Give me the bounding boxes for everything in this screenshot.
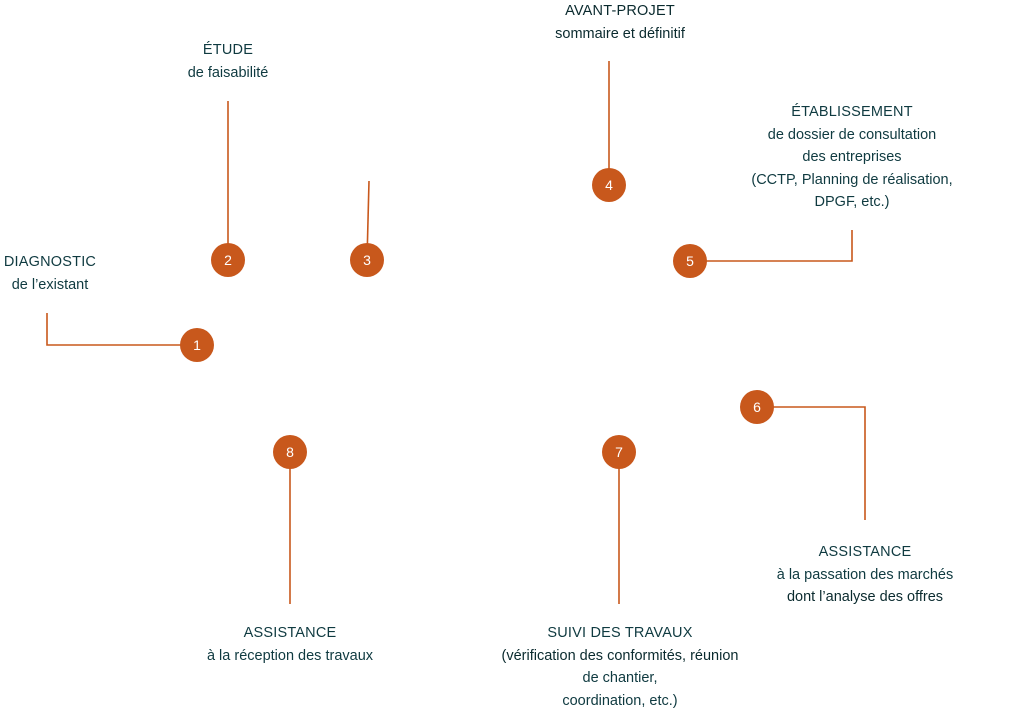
step-label-8: ASSISTANCE à la réception des travaux bbox=[180, 622, 400, 667]
step-marker-6: 6 bbox=[740, 390, 774, 424]
step-line-5-4: DPGF, etc.) bbox=[732, 191, 972, 214]
step-label-5: ÉTABLISSEMENT de dossier de consultation… bbox=[732, 101, 972, 214]
step-title-7: SUIVI DES TRAVAUX bbox=[470, 622, 770, 645]
step-title-5: ÉTABLISSEMENT bbox=[732, 101, 972, 124]
step-line-6-2: dont l’analyse des offres bbox=[755, 586, 975, 609]
step-line-1-1: de l’existant bbox=[0, 274, 100, 297]
step-marker-2: 2 bbox=[211, 243, 245, 277]
step-marker-3: 3 bbox=[350, 243, 384, 277]
step-marker-1: 1 bbox=[180, 328, 214, 362]
step-marker-4: 4 bbox=[592, 168, 626, 202]
step-label-2: ÉTUDE de faisabilité bbox=[148, 39, 308, 84]
connector-step-6 bbox=[757, 407, 865, 520]
step-line-2-1: de faisabilité bbox=[148, 62, 308, 85]
step-title-6: ASSISTANCE bbox=[755, 541, 975, 564]
step-title-2: ÉTUDE bbox=[148, 39, 308, 62]
step-line-5-3: (CCTP, Planning de réalisation, bbox=[732, 169, 972, 192]
connector-step-1 bbox=[47, 313, 197, 345]
step-line-6-1: à la passation des marchés bbox=[755, 564, 975, 587]
step-line-7-3: coordination, etc.) bbox=[470, 690, 770, 712]
step-line-7-1: (vérification des conformités, réunion bbox=[470, 645, 770, 668]
step-title-4: AVANT-PROJET bbox=[520, 0, 720, 23]
step-line-8-1: à la réception des travaux bbox=[180, 645, 400, 668]
step-line-5-1: de dossier de consultation bbox=[732, 124, 972, 147]
step-marker-5: 5 bbox=[673, 244, 707, 278]
step-line-4-1: sommaire et définitif bbox=[520, 23, 720, 46]
step-label-1: DIAGNOSTIC de l’existant bbox=[0, 251, 100, 296]
step-title-1: DIAGNOSTIC bbox=[0, 251, 100, 274]
step-marker-7: 7 bbox=[602, 435, 636, 469]
step-label-6: ASSISTANCE à la passation des marchés do… bbox=[755, 541, 975, 609]
step-title-8: ASSISTANCE bbox=[180, 622, 400, 645]
step-line-7-2: de chantier, bbox=[470, 667, 770, 690]
connector-step-5 bbox=[690, 230, 852, 261]
step-label-7: SUIVI DES TRAVAUX (vérification des conf… bbox=[470, 622, 770, 712]
step-marker-8: 8 bbox=[273, 435, 307, 469]
step-label-4: AVANT-PROJET sommaire et définitif bbox=[520, 0, 720, 45]
step-line-5-2: des entreprises bbox=[732, 146, 972, 169]
